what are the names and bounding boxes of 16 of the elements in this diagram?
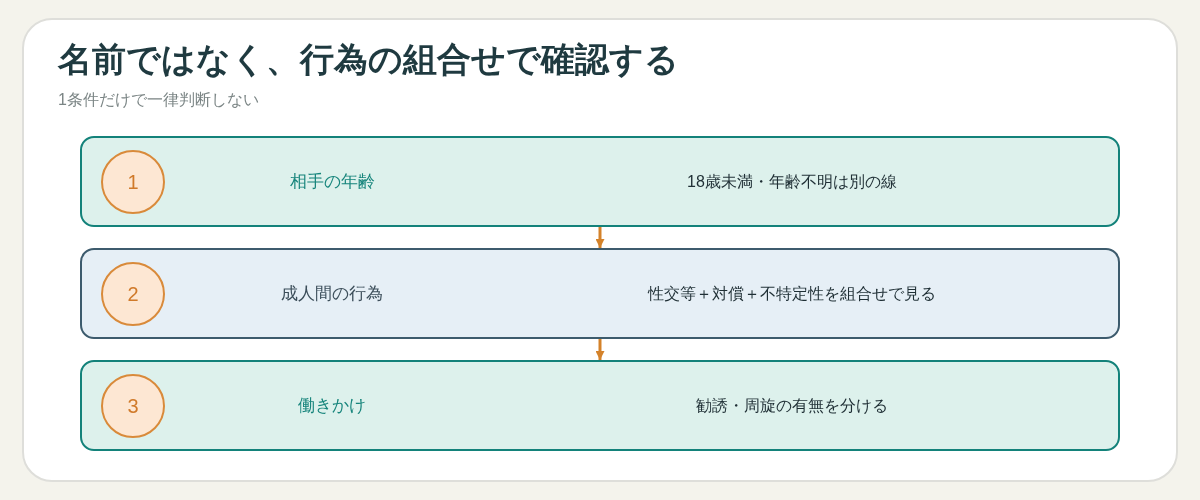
title: 名前ではなく、行為の組合せで確認する: [58, 39, 679, 80]
subtitle: 1条件だけで一律判断しない: [58, 90, 259, 110]
arrow: [595, 227, 605, 248]
step-title: 働きかけ: [298, 394, 366, 417]
step-row: [80, 248, 1120, 339]
step-description: 性交等＋対償＋不特定性を組合せで見る: [648, 283, 936, 304]
step-description: 18歳未満・年齢不明は別の線: [687, 171, 897, 192]
step-description: 勧誘・周旋の有無を分ける: [696, 395, 888, 416]
step-row: [80, 360, 1120, 451]
step-title: 成人間の行為: [281, 282, 383, 305]
step-row: [80, 136, 1120, 227]
step-number: 2: [101, 262, 165, 326]
step-title: 相手の年齢: [289, 170, 375, 193]
step-number: 3: [101, 374, 165, 438]
arrow: [595, 339, 605, 360]
step-number: 1: [101, 150, 165, 214]
